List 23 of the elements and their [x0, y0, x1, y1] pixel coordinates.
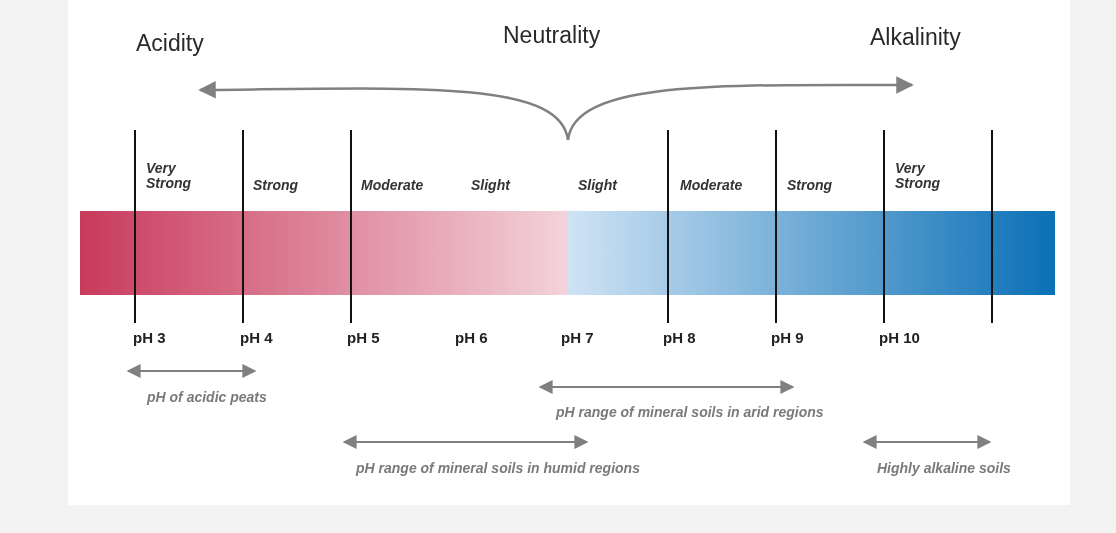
strength-label: Moderate — [680, 178, 744, 193]
ph-value-label: pH 9 — [771, 328, 804, 348]
strength-label: Strong — [253, 178, 300, 193]
strength-label: Slight — [578, 178, 619, 193]
strength-label: Moderate — [361, 178, 425, 193]
strength-label: Strong — [787, 178, 834, 193]
scale-heading: Acidity — [136, 29, 204, 58]
ph-value-label: pH 8 — [663, 328, 696, 348]
strength-label: Very Strong — [895, 161, 942, 191]
ph-value-label: pH 10 — [879, 328, 920, 348]
ph-value-label: pH 7 — [561, 328, 594, 348]
range-label: pH of acidic peats — [147, 388, 267, 407]
strength-label: Very Strong — [146, 161, 193, 191]
scale-heading: Alkalinity — [870, 23, 961, 52]
range-label: pH range of mineral soils in humid regions — [356, 459, 640, 478]
range-label: pH range of mineral soils in arid regions — [556, 403, 824, 422]
strength-label: Slight — [471, 178, 512, 193]
ph-value-label: pH 6 — [455, 328, 488, 348]
scale-heading: Neutrality — [503, 21, 601, 50]
ph-value-label: pH 5 — [347, 328, 380, 348]
ph-value-label: pH 3 — [133, 328, 166, 348]
ph-value-label: pH 4 — [240, 328, 273, 348]
range-label: Highly alkaline soils — [877, 459, 1011, 478]
